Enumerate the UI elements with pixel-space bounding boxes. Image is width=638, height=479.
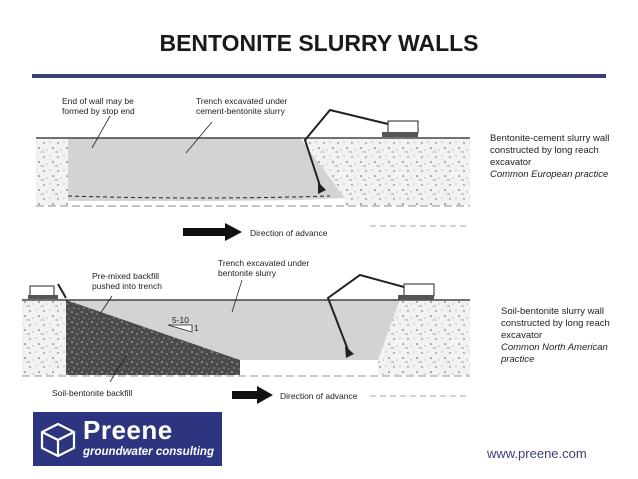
bottom-diagram: 5-10 1 Pre-mixed backfill pushed into tr… xyxy=(22,258,470,404)
logo-tagline: groundwater consulting xyxy=(83,446,214,458)
top-trench-label-1: Trench excavated under xyxy=(196,96,288,106)
bottom-backfill-label-1: Pre-mixed backfill xyxy=(92,271,159,281)
bottom-trench-label-2: bentonite slurry xyxy=(218,268,277,278)
preene-logo-mark-icon xyxy=(40,422,76,458)
bottom-backfill xyxy=(66,300,240,375)
soil-bentonite-backfill-label: Soil-bentonite backfill xyxy=(52,388,132,398)
bottom-trench-label-1: Trench excavated under xyxy=(218,258,310,268)
bottom-right-ground xyxy=(378,300,470,375)
top-caption: Bentonite-cement slurry wall constructed… xyxy=(490,133,625,181)
preene-logo: Preene groundwater consulting xyxy=(33,412,222,466)
top-end-wall-label-2: formed by stop end xyxy=(62,106,135,116)
bottom-caption-text: Soil-bentonite slurry wall constructed b… xyxy=(501,306,610,341)
bottom-caption: Soil-bentonite slurry wall constructed b… xyxy=(501,306,619,366)
top-right-ground xyxy=(300,138,470,205)
top-left-ground xyxy=(36,138,70,205)
top-end-wall-label-1: End of wall may be xyxy=(62,96,134,106)
bottom-backfill-label-2: pushed into trench xyxy=(92,281,162,291)
website-url[interactable]: www.preene.com xyxy=(487,446,587,461)
bottom-trench-slurry xyxy=(66,300,400,360)
slope-label: 5-10 xyxy=(172,315,189,325)
bottom-dozer xyxy=(28,283,67,299)
top-caption-practice: Common European practice xyxy=(490,169,609,180)
top-diagram: End of wall may be formed by stop end Tr… xyxy=(36,96,470,241)
top-excavator xyxy=(303,108,419,194)
bottom-direction-arrow xyxy=(232,386,273,404)
top-trench-slurry xyxy=(68,138,345,201)
top-direction-arrow xyxy=(183,223,242,241)
bottom-excavator xyxy=(326,273,435,358)
top-trench-label-2: cement-bentonite slurry xyxy=(196,106,286,116)
logo-name: Preene xyxy=(83,415,173,445)
page-title: BENTONITE SLURRY WALLS xyxy=(159,30,479,56)
top-direction-label: Direction of advance xyxy=(250,228,328,238)
slope-base-label: 1 xyxy=(194,323,199,333)
title-divider xyxy=(32,74,606,78)
top-caption-text: Bentonite-cement slurry wall constructed… xyxy=(490,133,610,168)
bottom-caption-practice: Common North American practice xyxy=(501,342,608,365)
bottom-direction-label: Direction of advance xyxy=(280,391,358,401)
